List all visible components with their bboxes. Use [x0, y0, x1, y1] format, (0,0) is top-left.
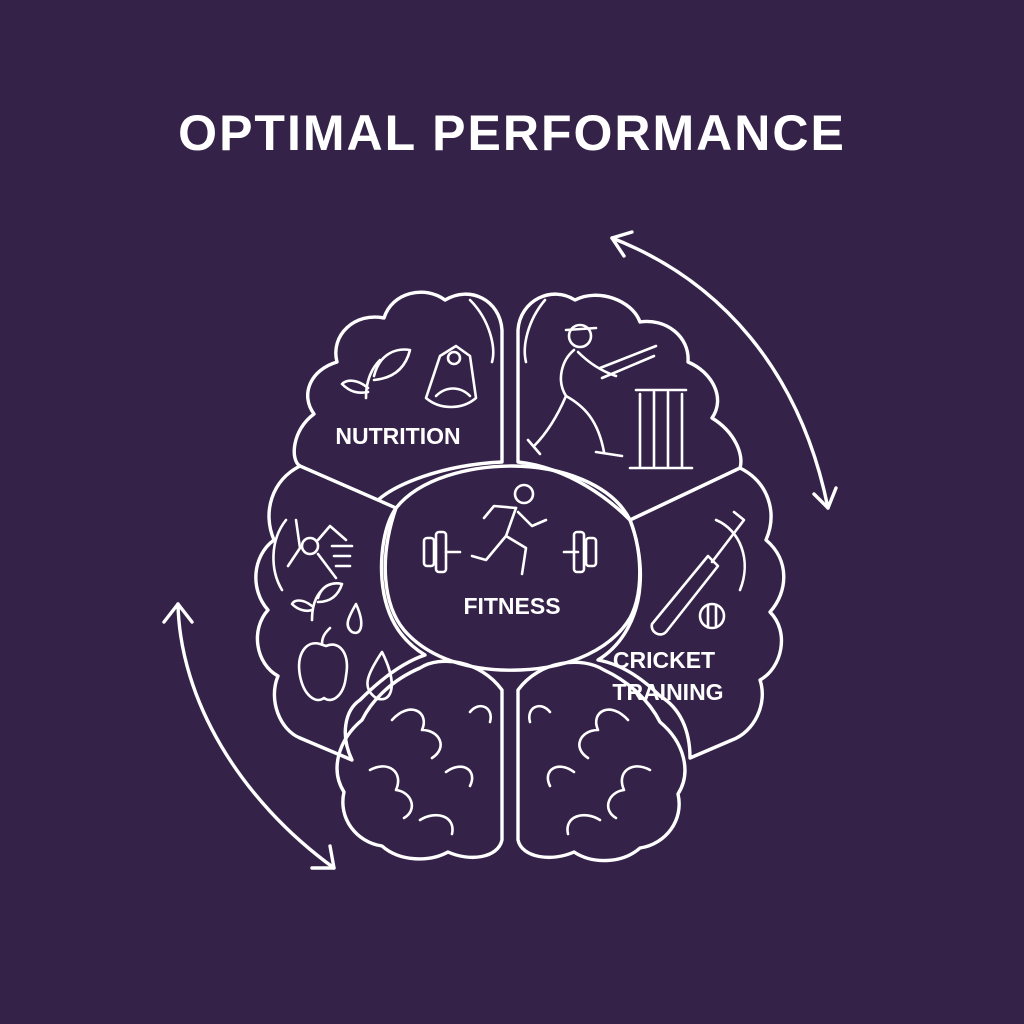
lemon-squeezer-icon [424, 344, 478, 409]
fitness-label: FITNESS [463, 593, 560, 619]
runner-icon [470, 483, 548, 576]
knee-joint-icon [286, 518, 354, 580]
dumbbell-icon [562, 530, 598, 574]
dumbbell-icon [422, 530, 462, 574]
page-title: OPTIMAL PERFORMANCE [178, 105, 846, 161]
sprout-icon [290, 582, 344, 622]
brain-outline [254, 290, 786, 863]
cricket-bat-icon [650, 510, 746, 636]
nutrition-label: NUTRITION [335, 423, 460, 449]
cricket-training-label-line1: CRICKET [613, 647, 715, 673]
apple-icon [297, 626, 349, 702]
brain-folds [368, 704, 652, 836]
cricket-stumps-icon [628, 388, 694, 470]
cycle-arrow-icon [162, 230, 838, 870]
water-drop-icon [346, 602, 393, 701]
cricket-batsman-icon [526, 323, 658, 458]
leaf-icon [340, 348, 412, 400]
cricket-training-label-line2: TRAINING [612, 679, 723, 705]
cricket-ball-icon [698, 602, 726, 630]
